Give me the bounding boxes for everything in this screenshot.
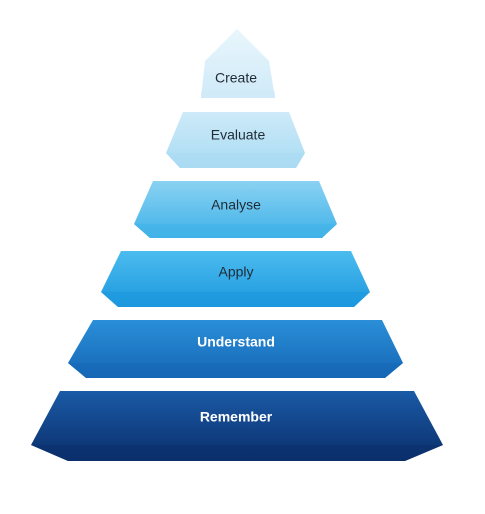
pyramid-tier-create: Create bbox=[201, 29, 275, 98]
tier-label-analyse: Analyse bbox=[211, 197, 261, 213]
tier-label-remember: Remember bbox=[200, 409, 273, 425]
tier-shadow-create bbox=[201, 91, 275, 98]
pyramid-tier-apply: Apply bbox=[101, 251, 370, 307]
tier-shadow-analyse bbox=[134, 224, 337, 238]
tier-shadow-apply bbox=[101, 292, 370, 307]
tier-shape-create bbox=[201, 29, 275, 98]
tier-shape-analyse bbox=[134, 181, 337, 238]
tier-shadow-understand bbox=[68, 363, 403, 378]
pyramid-tier-remember: Remember bbox=[31, 391, 443, 461]
pyramid-tier-understand: Understand bbox=[68, 320, 403, 378]
tier-shape-remember bbox=[31, 391, 443, 461]
tier-shadow-remember bbox=[31, 445, 443, 461]
tier-label-create: Create bbox=[215, 70, 257, 86]
tier-shadow-evaluate bbox=[166, 153, 305, 168]
tier-label-understand: Understand bbox=[197, 334, 275, 350]
pyramid-tier-analyse: Analyse bbox=[134, 181, 337, 238]
pyramid-tier-evaluate: Evaluate bbox=[166, 112, 305, 168]
tier-label-evaluate: Evaluate bbox=[211, 127, 266, 143]
tier-label-apply: Apply bbox=[218, 264, 253, 280]
